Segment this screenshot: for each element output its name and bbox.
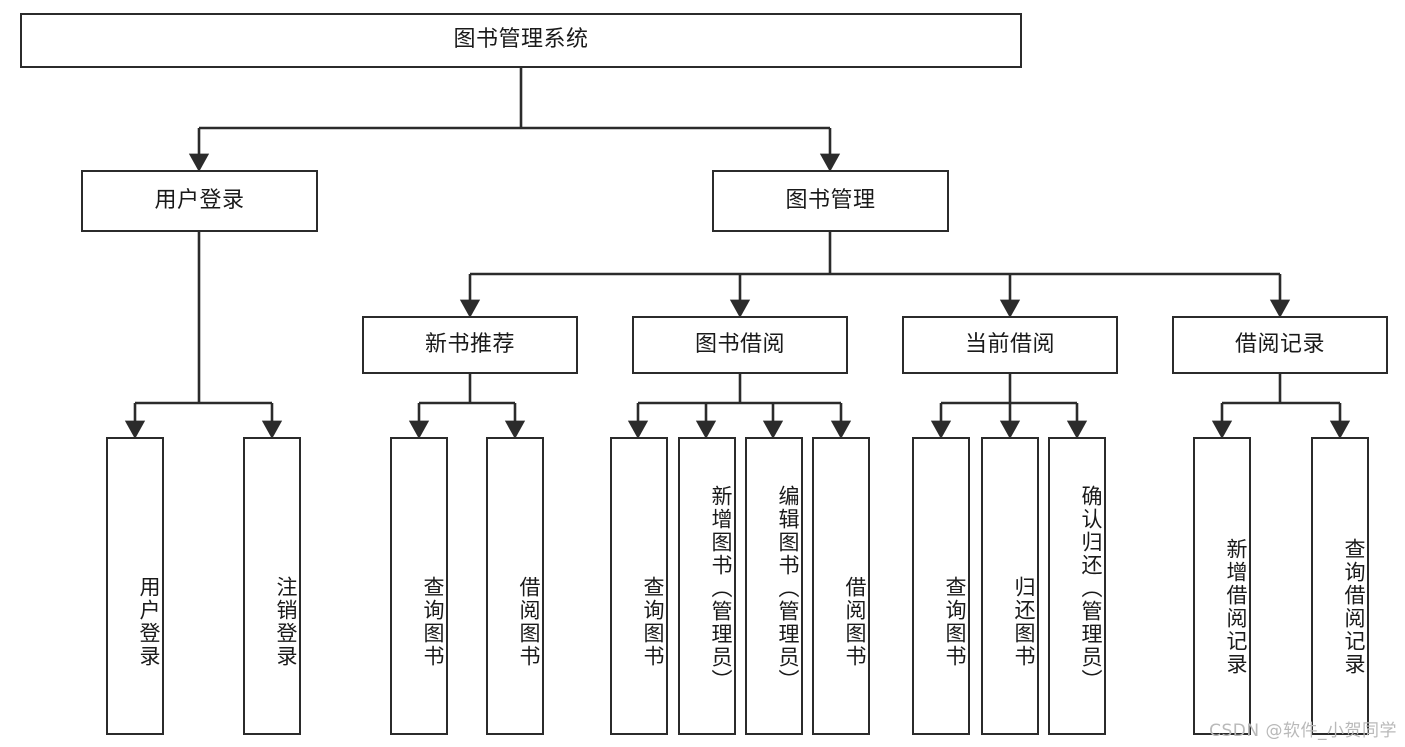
leaf-user-login-logout[interactable]: 注销登录 bbox=[243, 437, 301, 735]
leaf-current-query-book-label: 查询图书 bbox=[943, 576, 967, 668]
node-user-login-label: 用户登录 bbox=[154, 187, 245, 213]
leaf-recommend-borrow-book-label: 借阅图书 bbox=[517, 576, 541, 668]
leaf-recommend-query-book[interactable]: 查询图书 bbox=[390, 437, 448, 735]
node-current-borrow-label: 当前借阅 bbox=[964, 331, 1055, 357]
node-root[interactable]: 图书管理系统 bbox=[20, 13, 1022, 68]
leaf-borrow-add-book-label: 新增图书（管理员） bbox=[709, 484, 733, 692]
leaf-current-return-book-label: 归还图书 bbox=[1012, 576, 1036, 668]
leaf-user-login-login-label: 用户登录 bbox=[137, 576, 161, 668]
node-borrow-record[interactable]: 借阅记录 bbox=[1172, 316, 1388, 374]
node-new-book-recommend-label: 新书推荐 bbox=[424, 331, 515, 357]
leaf-record-add-record[interactable]: 新增借阅记录 bbox=[1193, 437, 1251, 735]
node-book-borrow-label: 图书借阅 bbox=[694, 331, 785, 357]
node-book-borrow[interactable]: 图书借阅 bbox=[632, 316, 848, 374]
leaf-current-query-book[interactable]: 查询图书 bbox=[912, 437, 970, 735]
leaf-record-add-record-label: 新增借阅记录 bbox=[1224, 538, 1248, 676]
node-borrow-record-label: 借阅记录 bbox=[1234, 331, 1325, 357]
node-book-management[interactable]: 图书管理 bbox=[712, 170, 949, 232]
leaf-user-login-login[interactable]: 用户登录 bbox=[106, 437, 164, 735]
leaf-current-confirm-return[interactable]: 确认归还（管理员） bbox=[1048, 437, 1106, 735]
leaf-borrow-query-book[interactable]: 查询图书 bbox=[610, 437, 668, 735]
leaf-borrow-borrow-book-label: 借阅图书 bbox=[843, 576, 867, 668]
node-user-login[interactable]: 用户登录 bbox=[81, 170, 318, 232]
leaf-recommend-query-book-label: 查询图书 bbox=[421, 576, 445, 668]
leaf-record-query-record-label: 查询借阅记录 bbox=[1342, 538, 1366, 676]
leaf-borrow-borrow-book[interactable]: 借阅图书 bbox=[812, 437, 870, 735]
node-book-management-label: 图书管理 bbox=[785, 187, 876, 213]
leaf-current-return-book[interactable]: 归还图书 bbox=[981, 437, 1039, 735]
leaf-borrow-add-book[interactable]: 新增图书（管理员） bbox=[678, 437, 736, 735]
leaf-recommend-borrow-book[interactable]: 借阅图书 bbox=[486, 437, 544, 735]
leaf-current-confirm-return-label: 确认归还（管理员） bbox=[1079, 484, 1103, 692]
leaf-borrow-edit-book-label: 编辑图书（管理员） bbox=[776, 484, 800, 692]
leaf-record-query-record[interactable]: 查询借阅记录 bbox=[1311, 437, 1369, 735]
node-new-book-recommend[interactable]: 新书推荐 bbox=[362, 316, 578, 374]
node-root-label: 图书管理系统 bbox=[453, 27, 589, 53]
leaf-borrow-edit-book[interactable]: 编辑图书（管理员） bbox=[745, 437, 803, 735]
leaf-borrow-query-book-label: 查询图书 bbox=[641, 576, 665, 668]
leaf-user-login-logout-label: 注销登录 bbox=[274, 576, 298, 668]
node-current-borrow[interactable]: 当前借阅 bbox=[902, 316, 1118, 374]
